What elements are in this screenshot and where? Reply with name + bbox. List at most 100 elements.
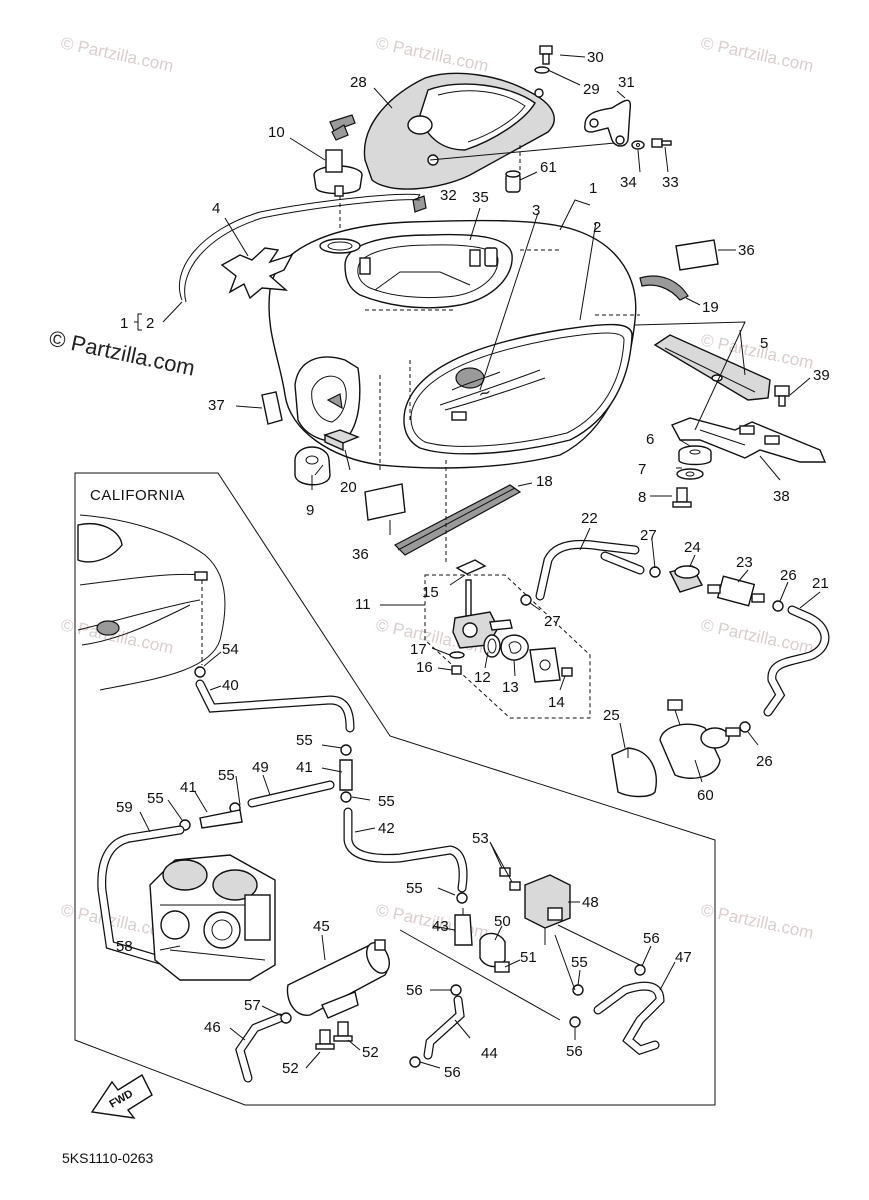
callout-17: 17 <box>410 641 427 658</box>
tank-seal-loop <box>178 193 421 303</box>
bracket-callout-right: 2 <box>146 315 154 332</box>
callout-28: 28 <box>350 74 367 91</box>
callout-56b: 56 <box>406 982 423 999</box>
rubber-19 <box>639 275 689 301</box>
callout-11: 11 <box>355 596 371 613</box>
bolt-8 <box>672 487 692 508</box>
callout-13: 13 <box>502 679 519 696</box>
callout-47: 47 <box>675 949 692 966</box>
callout-20: 20 <box>340 479 357 496</box>
callout-40: 40 <box>222 677 239 694</box>
callout-51: 51 <box>520 949 537 966</box>
washer-7 <box>676 468 704 480</box>
fuel-tank-1: ~ <box>268 219 640 470</box>
callout-38: 38 <box>773 488 790 505</box>
damper-9 <box>294 446 331 486</box>
decal-36-top <box>675 239 719 271</box>
petcock-11 <box>424 460 591 719</box>
bracket-callout: 1 2 <box>120 313 154 332</box>
watermark: © Partzilla.com <box>699 615 815 657</box>
callout-21: 21 <box>812 575 829 592</box>
clip-32 <box>412 195 427 213</box>
callout-32: 32 <box>440 187 457 204</box>
callout-10: 10 <box>268 124 285 141</box>
callout-41a: 41 <box>180 779 197 796</box>
callout-55a: 55 <box>296 732 313 749</box>
canister-45 <box>286 939 391 1019</box>
grommet-61 <box>505 170 521 193</box>
callout-18: 18 <box>536 473 553 490</box>
watermark: © Partzilla.com <box>374 33 490 75</box>
tank-bolt <box>451 411 467 421</box>
callout-54: 54 <box>222 641 239 658</box>
callout-27b: 27 <box>544 613 561 630</box>
callout-42: 42 <box>378 820 395 837</box>
callout-9: 9 <box>306 502 314 519</box>
callout-45: 45 <box>313 918 330 935</box>
fuel-cap-10 <box>313 114 363 245</box>
callout-58: 58 <box>116 938 133 955</box>
carburetors <box>149 854 276 981</box>
callout-labels: 1 2 3 4 5 6 7 8 9 10 11 12 13 14 15 16 1… <box>116 49 830 1081</box>
callout-37: 37 <box>208 397 225 414</box>
callout-33: 33 <box>662 174 679 191</box>
tank-emblem-script: ~ <box>475 382 494 404</box>
callout-22: 22 <box>581 510 598 527</box>
callout-48: 48 <box>582 894 599 911</box>
fuel-filter-23 <box>707 575 765 607</box>
callout-6: 6 <box>646 431 654 448</box>
callout-1: 1 <box>589 180 597 197</box>
bolt-30 <box>534 45 553 74</box>
callout-2: 2 <box>593 219 601 236</box>
decal-36-lower <box>364 483 406 521</box>
callout-55e: 55 <box>406 880 423 897</box>
callout-35: 35 <box>472 189 489 206</box>
callout-4: 4 <box>212 200 220 217</box>
callout-30: 30 <box>587 49 604 66</box>
clamp-26 <box>739 600 784 733</box>
decal-4 <box>220 247 294 300</box>
bracket-38 <box>671 417 827 463</box>
callout-57: 57 <box>244 997 261 1014</box>
tank-cover-28 <box>363 72 616 190</box>
callout-3: 3 <box>532 202 540 219</box>
callout-36b: 36 <box>352 546 369 563</box>
fitting-24 <box>668 565 704 593</box>
watermark-large: © Partzilla.com <box>47 325 197 380</box>
callout-53: 53 <box>472 830 489 847</box>
inset-title: CALIFORNIA <box>90 487 185 504</box>
callout-27a: 27 <box>640 527 657 544</box>
callout-5: 5 <box>760 335 768 352</box>
callout-41b: 41 <box>296 759 313 776</box>
pump-bracket-25 <box>611 747 657 798</box>
callout-24: 24 <box>684 539 701 556</box>
fuel-hose-21 <box>763 605 830 717</box>
solenoid-48 <box>524 874 571 945</box>
callout-55c: 55 <box>218 767 235 784</box>
damper-block-20 <box>323 429 360 452</box>
callout-60: 60 <box>697 787 714 804</box>
fuel-hose-22 <box>535 539 645 601</box>
rubber-strip-18 <box>393 484 522 556</box>
callout-55d: 55 <box>147 790 164 807</box>
callout-55f: 55 <box>571 954 588 971</box>
rubber-37 <box>261 391 283 425</box>
callout-23: 23 <box>736 554 753 571</box>
callout-56c: 56 <box>444 1064 461 1081</box>
grommet-6 <box>678 445 712 466</box>
callout-25: 25 <box>603 707 620 724</box>
bracket-5 <box>653 334 771 401</box>
washer-34 <box>631 140 645 150</box>
callout-19: 19 <box>702 299 719 316</box>
callout-46: 46 <box>204 1019 221 1036</box>
leader-lines <box>139 54 821 1069</box>
callout-14: 14 <box>548 694 565 711</box>
callout-31: 31 <box>618 74 635 91</box>
callout-29: 29 <box>583 81 600 98</box>
callout-50: 50 <box>494 913 511 930</box>
callout-12: 12 <box>474 669 491 686</box>
bolt-39 <box>774 385 790 407</box>
callout-16: 16 <box>416 659 433 676</box>
callout-44: 44 <box>481 1045 498 1062</box>
